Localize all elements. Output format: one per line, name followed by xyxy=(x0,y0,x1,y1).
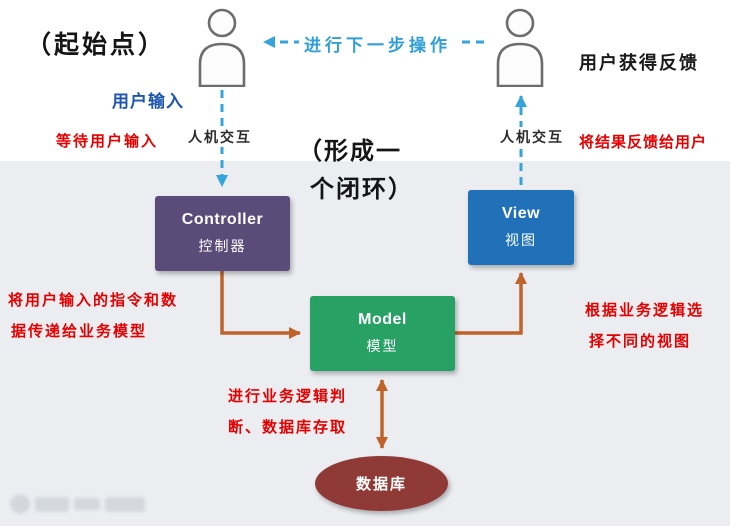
start-point-label: （起始点） xyxy=(26,31,167,59)
model-node-title: Model xyxy=(358,311,407,328)
view-note-line1: 根据业务逻辑选 xyxy=(585,302,705,319)
view-node-subtitle: 视图 xyxy=(505,232,537,248)
controller-note-line2: 据传递给业务模型 xyxy=(11,323,148,340)
model-node-subtitle: 模型 xyxy=(366,338,399,354)
wait-user-input-label: 等待用户输入 xyxy=(56,133,159,150)
view-node: View 视图 xyxy=(468,190,574,265)
watermark xyxy=(10,494,150,514)
arrow-controller-to-model xyxy=(220,271,301,339)
watermark-text-shape xyxy=(74,498,100,510)
hci-label-left: 人机交互 xyxy=(186,127,254,147)
database-node-label: 数据库 xyxy=(355,476,407,493)
model-note-line1: 进行业务逻辑判 xyxy=(228,388,348,405)
user-person-icon xyxy=(496,8,544,88)
next-step-label: 进行下一步操作 xyxy=(299,31,456,56)
watermark-logo-icon xyxy=(10,494,30,514)
hci-label-right: 人机交互 xyxy=(498,127,566,147)
view-node-title: View xyxy=(501,205,541,222)
watermark-text-shape xyxy=(35,496,69,512)
loop-label-line1: （形成一 xyxy=(298,138,402,165)
controller-note: 将用户输入的指令和数 据传递给业务模型 xyxy=(8,285,178,347)
result-to-user-label: 将结果反馈给用户 xyxy=(579,134,708,151)
watermark-text-shape xyxy=(105,496,145,512)
model-note: 进行业务逻辑判 断、数据库存取 xyxy=(228,381,347,443)
controller-node: Controller 控制器 xyxy=(155,196,290,271)
view-note-line2: 择不同的视图 xyxy=(589,333,692,350)
view-note: 根据业务逻辑选 择不同的视图 xyxy=(585,295,704,357)
model-note-line2: 断、数据库存取 xyxy=(228,419,348,436)
arrow-model-to-view xyxy=(455,272,527,335)
database-node: 数据库 xyxy=(315,456,448,511)
loop-label-line2: 个闭环） xyxy=(310,176,414,203)
user-person-icon xyxy=(198,8,246,88)
controller-note-line1: 将用户输入的指令和数 xyxy=(8,292,179,309)
user-icon-right xyxy=(493,7,547,92)
user-icon-left xyxy=(195,7,249,92)
model-node: Model 模型 xyxy=(310,296,455,371)
controller-node-subtitle: 控制器 xyxy=(198,238,247,254)
user-feedback-label: 用户获得反馈 xyxy=(579,53,699,73)
user-input-label: 用户输入 xyxy=(112,92,184,111)
controller-node-title: Controller xyxy=(181,211,264,228)
